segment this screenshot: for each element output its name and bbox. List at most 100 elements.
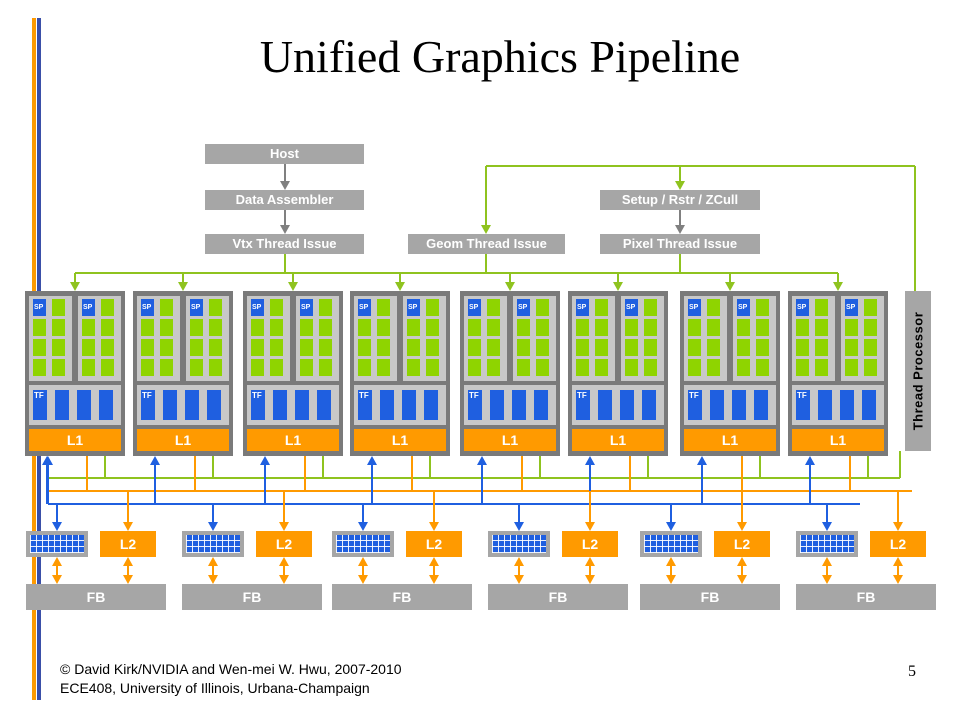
sp-core [756, 319, 769, 336]
sp-core [251, 339, 264, 356]
fb-link-up-arrow-5-1 [666, 557, 676, 566]
sp-core [536, 339, 549, 356]
sp-core [209, 359, 222, 376]
sp-label: SP [300, 299, 313, 316]
sp-core [407, 339, 420, 356]
fb-link-down-arrow-5-2 [737, 575, 747, 584]
sp-core [300, 339, 313, 356]
tf-label: TF [468, 390, 482, 420]
sp-core [517, 319, 530, 336]
l1-cache: L1 [464, 429, 556, 451]
sp-label: SP [82, 299, 95, 316]
tf-label: TF [576, 390, 590, 420]
sp-core [52, 319, 65, 336]
sp-core [595, 339, 608, 356]
geom-down-wire [485, 254, 487, 273]
sp-core [358, 359, 371, 376]
sp-label: SP [625, 299, 638, 316]
l1-cache: L1 [247, 429, 339, 451]
frame-buffer: FB [796, 584, 936, 610]
partition-blue-arrow-1 [52, 522, 62, 531]
sp-core [737, 339, 750, 356]
sp-label: SP [251, 299, 264, 316]
fb-link-down-arrow-3-1 [358, 575, 368, 584]
tf-unit [317, 390, 331, 420]
sp-core [377, 339, 390, 356]
partition-orange-wire-6 [897, 491, 899, 523]
partition-blue-wire-4 [518, 504, 520, 523]
cluster-feed-wire-8 [837, 273, 839, 283]
sp-block: SP [464, 296, 507, 381]
feedback-wire-setup [679, 166, 681, 182]
partition-blue-wire-2 [212, 504, 214, 523]
fb-link-up-arrow-2-2 [279, 557, 289, 566]
fb-link-wire-1-1 [56, 566, 58, 576]
cluster-green-drop-3 [322, 456, 324, 478]
sp-label: SP [33, 299, 46, 316]
fb-link-wire-4-2 [589, 566, 591, 576]
partition-blue-arrow-4 [514, 522, 524, 531]
sp-label: SP [141, 299, 154, 316]
cluster-green-drop-2 [212, 456, 214, 478]
sp-core [864, 299, 877, 316]
cluster-feed-wire-5 [509, 273, 511, 283]
tf-unit [163, 390, 177, 420]
texture-filter-block: TF [464, 385, 556, 425]
sp-core [82, 319, 95, 336]
cluster-green-drop-5 [539, 456, 541, 478]
sp-block: SP [572, 296, 615, 381]
fb-link-up-arrow-6-2 [893, 557, 903, 566]
tf-unit [424, 390, 438, 420]
sp-core [270, 299, 283, 316]
sp-core [517, 339, 530, 356]
sp-core [576, 339, 589, 356]
tf-unit [512, 390, 526, 420]
cluster-blue-arrow-8 [805, 456, 815, 465]
cluster-orange-drop-5 [521, 456, 523, 491]
fb-link-down-arrow-1-1 [52, 575, 62, 584]
partition-blue-arrow-5 [666, 522, 676, 531]
sp-core [756, 359, 769, 376]
tf-unit [99, 390, 113, 420]
footer-credit: © David Kirk/NVIDIA and Wen-mei W. Hwu, … [60, 660, 402, 698]
fb-link-down-arrow-6-1 [822, 575, 832, 584]
fb-link-up-arrow-3-2 [429, 557, 439, 566]
sp-core [707, 299, 720, 316]
host-to-assembler-arrow [280, 181, 290, 190]
partition-orange-wire-4 [589, 491, 591, 523]
cluster-orange-drop-1 [86, 456, 88, 491]
fb-link-up-arrow-5-2 [737, 557, 747, 566]
sp-core [141, 319, 154, 336]
sp-core [33, 319, 46, 336]
cluster-blue-drop-3 [264, 465, 266, 504]
frame-buffer: FB [182, 584, 322, 610]
crossbar-buffer [332, 531, 394, 557]
sp-core [300, 319, 313, 336]
sp-block: SP [513, 296, 556, 381]
sp-core [160, 299, 173, 316]
tf-unit [55, 390, 69, 420]
sp-core [576, 319, 589, 336]
sp-core [251, 319, 264, 336]
tf-label: TF [33, 390, 47, 420]
sp-core [595, 299, 608, 316]
feedback-wire-top [486, 165, 915, 167]
partition-blue-arrow-2 [208, 522, 218, 531]
cluster-blue-drop-5 [481, 465, 483, 504]
partition-orange-arrow-6 [893, 522, 903, 531]
sp-block: SP [792, 296, 835, 381]
sp-core [270, 339, 283, 356]
tf-unit [710, 390, 724, 420]
frame-buffer: FB [488, 584, 628, 610]
partition-blue-wire-1 [56, 504, 58, 523]
sp-core [796, 339, 809, 356]
sp-core [377, 359, 390, 376]
sp-core [737, 319, 750, 336]
l2-cache: L2 [256, 531, 312, 557]
partition-blue-wire-3 [362, 504, 364, 523]
fb-link-down-arrow-4-2 [585, 575, 595, 584]
sp-core [33, 339, 46, 356]
cluster-feed-arrow-4 [395, 282, 405, 291]
sp-core [737, 359, 750, 376]
